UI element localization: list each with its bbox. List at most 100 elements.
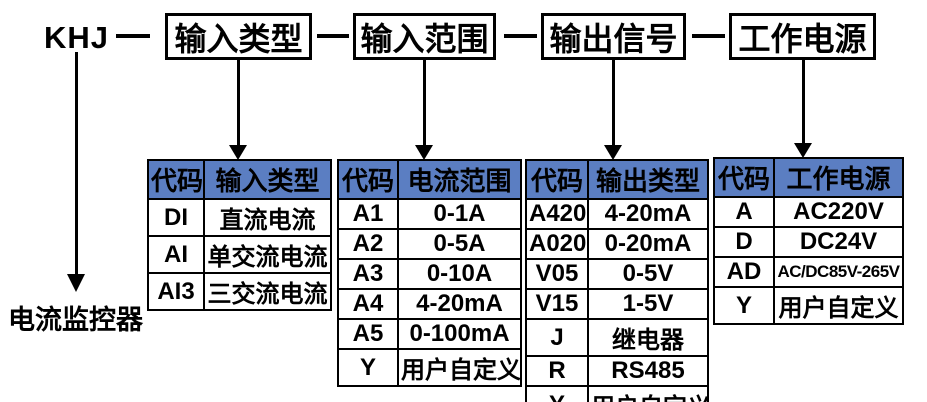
down-arrow-line bbox=[237, 60, 240, 146]
value-cell: 0-20mA bbox=[587, 228, 709, 260]
code-cell: V05 bbox=[525, 258, 589, 290]
value-cell: 三交流电流 bbox=[203, 272, 332, 311]
segment-box-input-range: 输入范围 bbox=[353, 13, 496, 60]
table-header-row: 代码 输入类型 bbox=[147, 159, 332, 200]
value-cell: 0-10A bbox=[397, 258, 522, 290]
table-header-row: 代码 电流范围 bbox=[337, 159, 522, 200]
code-cell: A3 bbox=[337, 258, 399, 290]
code-cell: AI bbox=[147, 235, 205, 274]
table-header-row: 代码 输出类型 bbox=[525, 159, 709, 200]
value-cell: 用户自定义 bbox=[773, 286, 904, 325]
value-cell: RS485 bbox=[587, 355, 709, 387]
header-cell-value: 电流范围 bbox=[397, 159, 522, 200]
code-cell: A bbox=[713, 196, 775, 228]
segment-box-input-type: 输入类型 bbox=[165, 13, 312, 60]
header-cell-value: 输出类型 bbox=[587, 159, 709, 200]
value-cell: 1-5V bbox=[587, 288, 709, 320]
header-cell-value: 工作电源 bbox=[773, 157, 904, 198]
down-arrow-head bbox=[67, 274, 85, 292]
value-cell: 继电器 bbox=[587, 318, 709, 357]
code-cell: R bbox=[525, 355, 589, 387]
value-cell: 0-1A bbox=[397, 198, 522, 230]
value-cell: 直流电流 bbox=[203, 198, 332, 237]
code-cell: AD bbox=[713, 256, 775, 288]
segment-box-working-power: 工作电源 bbox=[729, 13, 876, 60]
value-cell: 4-20mA bbox=[397, 288, 522, 320]
segment-label: 输出信号 bbox=[549, 20, 678, 57]
code-cell: Y bbox=[713, 286, 775, 325]
value-cell: 0-5V bbox=[587, 258, 709, 290]
value-cell: 用户自定义 bbox=[397, 348, 522, 387]
model-description: 电流监控器 bbox=[8, 305, 143, 335]
down-arrow-head bbox=[604, 145, 622, 160]
value-cell: 单交流电流 bbox=[203, 235, 332, 274]
model-prefix: KHJ bbox=[44, 20, 110, 55]
value-cell: DC24V bbox=[773, 226, 904, 258]
value-cell: AC220V bbox=[773, 196, 904, 228]
header-cell-code: 代码 bbox=[147, 159, 205, 200]
down-arrow-head bbox=[229, 145, 247, 160]
header-cell-code: 代码 bbox=[337, 159, 399, 200]
down-arrow-head bbox=[794, 143, 812, 158]
code-cell: A2 bbox=[337, 228, 399, 260]
code-cell: A4 bbox=[337, 288, 399, 320]
value-cell: AC/DC85V-265V bbox=[773, 256, 904, 288]
segment-label: 输入范围 bbox=[360, 20, 489, 57]
code-cell: V15 bbox=[525, 288, 589, 320]
connector-dash bbox=[317, 34, 349, 38]
segment-label: 输入类型 bbox=[174, 20, 303, 57]
down-arrow-line bbox=[423, 60, 426, 146]
down-arrow-line bbox=[802, 60, 805, 144]
value-cell: 0-5A bbox=[397, 228, 522, 260]
header-cell-code: 代码 bbox=[525, 159, 589, 200]
value-cell: 0-100mA bbox=[397, 318, 522, 350]
connector-dash bbox=[504, 34, 537, 38]
segment-box-output-signal: 输出信号 bbox=[541, 13, 686, 60]
connector-dash bbox=[692, 34, 725, 38]
code-cell: D bbox=[713, 226, 775, 258]
down-arrow-head bbox=[415, 145, 433, 160]
code-cell: Y bbox=[525, 385, 589, 402]
code-cell: Y bbox=[337, 348, 399, 387]
segment-label: 工作电源 bbox=[738, 20, 867, 57]
value-cell: 4-20mA bbox=[587, 198, 709, 230]
value-cell: 用户自定义 bbox=[587, 385, 709, 402]
header-cell-code: 代码 bbox=[713, 157, 775, 198]
table-header-row: 代码 工作电源 bbox=[713, 157, 904, 198]
code-cell: A420 bbox=[525, 198, 589, 230]
down-arrow-line bbox=[75, 52, 78, 274]
code-cell: A1 bbox=[337, 198, 399, 230]
header-cell-value: 输入类型 bbox=[203, 159, 332, 200]
code-cell: DI bbox=[147, 198, 205, 237]
code-cell: J bbox=[525, 318, 589, 357]
code-cell: A020 bbox=[525, 228, 589, 260]
code-cell: A5 bbox=[337, 318, 399, 350]
down-arrow-line bbox=[612, 60, 615, 146]
code-cell: AI3 bbox=[147, 272, 205, 311]
